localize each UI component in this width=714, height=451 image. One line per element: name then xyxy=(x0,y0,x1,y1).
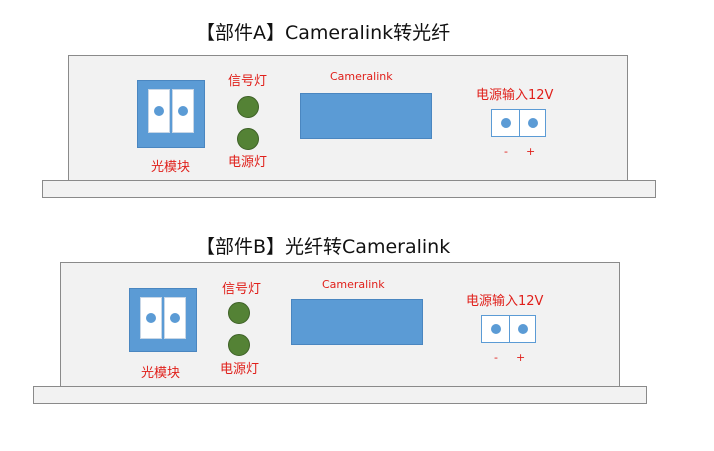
part-b-optical-module xyxy=(129,288,197,352)
port-dot-icon xyxy=(178,106,188,116)
part-b-signal-led-label: 信号灯 xyxy=(222,282,262,297)
terminal-dot-icon xyxy=(518,324,528,334)
part-a-signal-led-icon xyxy=(237,96,259,118)
part-b-optical-port-left xyxy=(140,297,162,339)
part-b-cameralink-label: Cameralink xyxy=(322,278,385,291)
terminal-divider xyxy=(509,316,510,342)
part-a-optical-module xyxy=(137,80,205,148)
part-a-signal-led-label: 信号灯 xyxy=(228,74,268,89)
terminal-dot-icon xyxy=(501,118,511,128)
terminal-dot-icon xyxy=(491,324,501,334)
port-dot-icon xyxy=(154,106,164,116)
part-a-power-led-icon xyxy=(237,128,259,150)
part-b-optical-port-right xyxy=(164,297,186,339)
part-b-signal-led-icon xyxy=(228,302,250,324)
part-a-power-connector xyxy=(491,109,546,137)
part-a-title: 【部件A】Cameralink转光纤 xyxy=(196,22,451,44)
part-b-minus-label: - xyxy=(494,351,498,364)
part-b-power-connector xyxy=(481,315,536,343)
part-a-optical-module-label: 光模块 xyxy=(151,160,191,175)
part-b-cameralink-connector xyxy=(291,299,423,345)
part-b-optical-module-label: 光模块 xyxy=(141,366,181,381)
part-b-plus-label: + xyxy=(516,351,526,364)
part-b-power-input-label: 电源输入12V xyxy=(466,294,544,309)
part-b-power-led-icon xyxy=(228,334,250,356)
part-a-cameralink-label: Cameralink xyxy=(330,70,393,83)
terminal-dot-icon xyxy=(528,118,538,128)
part-a-power-input-label: 电源输入12V xyxy=(476,88,554,103)
part-a-base-plate xyxy=(42,180,656,198)
port-dot-icon xyxy=(146,313,156,323)
part-b-title: 【部件B】光纤转Cameralink xyxy=(196,236,451,258)
part-a-minus-label: - xyxy=(504,145,508,158)
part-a-cameralink-connector xyxy=(300,93,432,139)
part-b-power-led-label: 电源灯 xyxy=(220,362,260,377)
part-b-base-plate xyxy=(33,386,647,404)
port-dot-icon xyxy=(170,313,180,323)
part-a-plus-label: + xyxy=(526,145,536,158)
part-a-power-led-label: 电源灯 xyxy=(228,155,268,170)
terminal-divider xyxy=(519,110,520,136)
part-a-optical-port-left xyxy=(148,89,170,133)
part-a-optical-port-right xyxy=(172,89,194,133)
